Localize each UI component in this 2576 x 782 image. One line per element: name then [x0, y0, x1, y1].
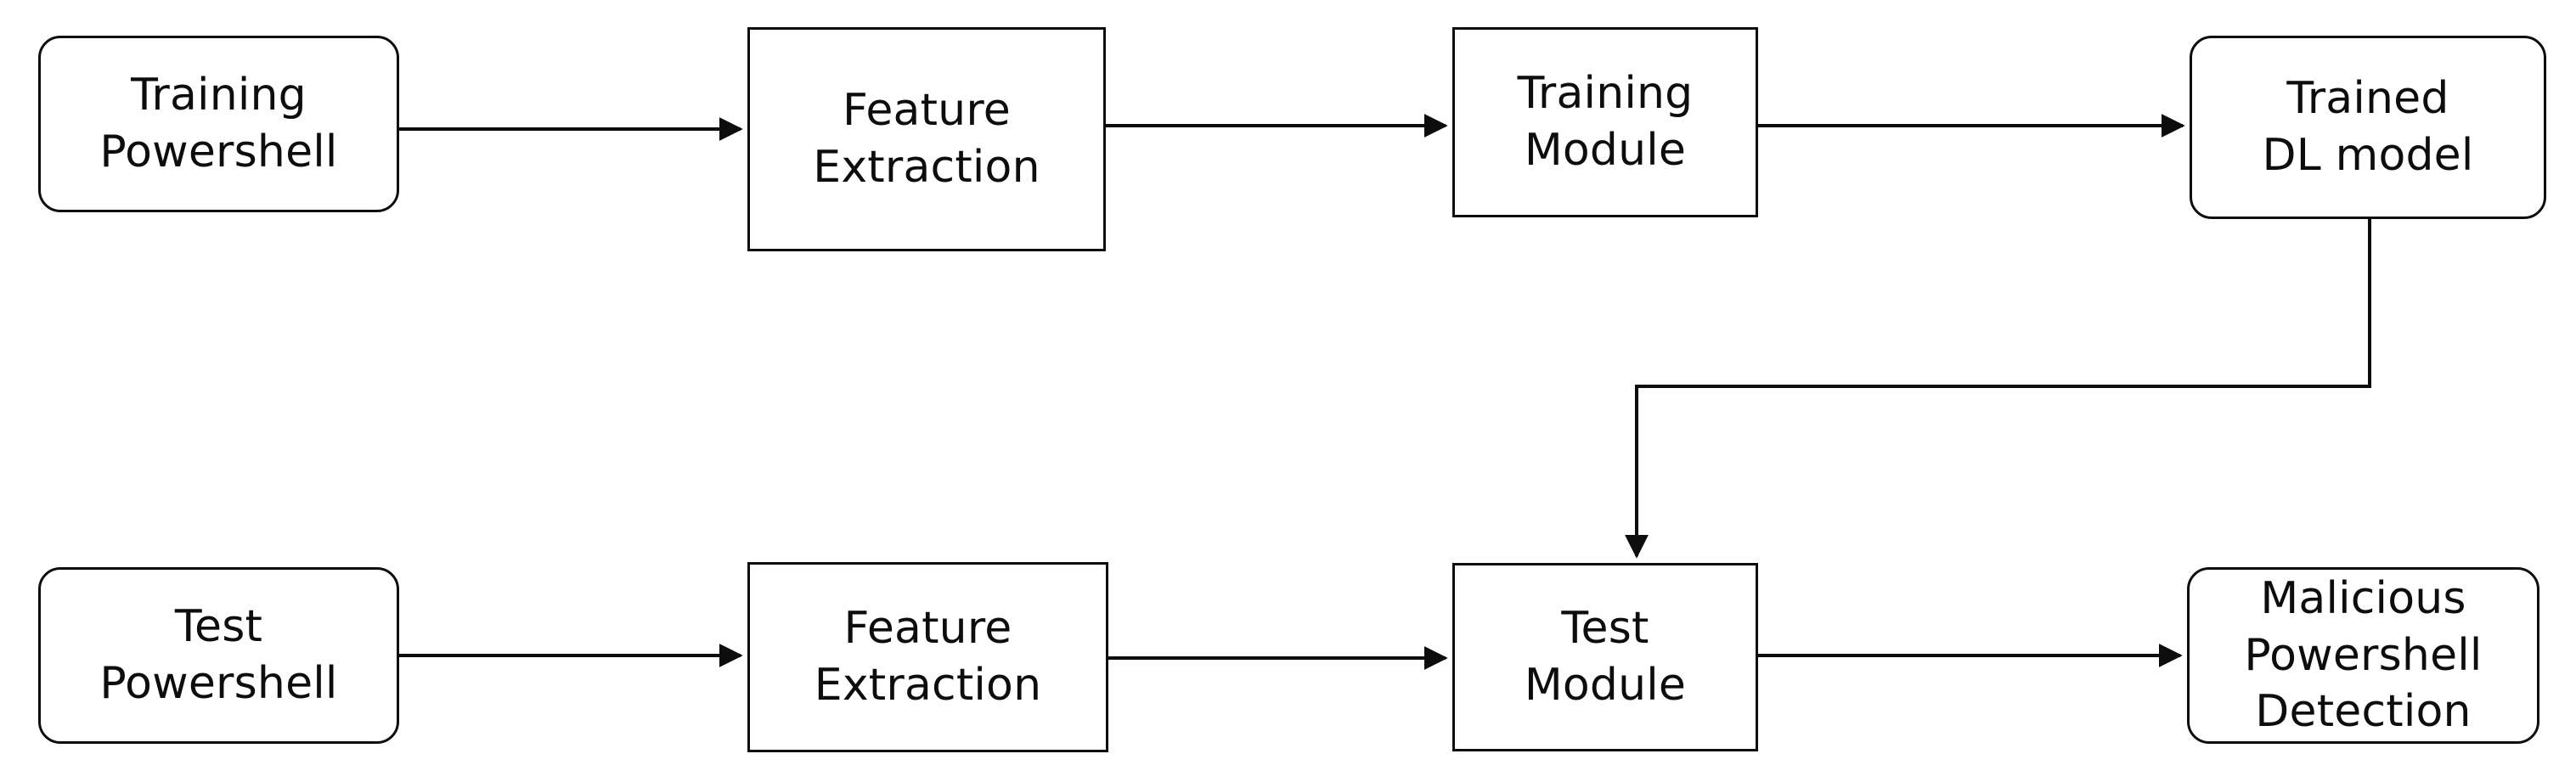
- node-label-line: Test: [174, 601, 263, 653]
- node-label-line: Module: [1524, 660, 1687, 711]
- node-label-line: Detection: [2255, 686, 2472, 738]
- node-label-line: Powershell: [99, 658, 338, 709]
- node-label-line: Extraction: [814, 660, 1042, 711]
- node-label-line: Trained: [2286, 73, 2449, 125]
- node-label-line: Malicious: [2260, 573, 2466, 625]
- node-label-line: Test: [1561, 603, 1649, 655]
- node-label-line: Powershell: [99, 127, 338, 177]
- node-label-line: Extraction: [813, 142, 1040, 193]
- node-label-line: Training: [131, 70, 307, 121]
- node-label-line: Training: [1517, 68, 1694, 120]
- node-label-line: Feature: [843, 85, 1011, 137]
- edge-trained-dl-model-to-test-module: [1625, 219, 2371, 559]
- node-label-line: Powershell: [2244, 629, 2483, 681]
- node-label-line: Feature: [843, 603, 1012, 655]
- node-label-line: Module: [1524, 125, 1687, 176]
- node-label-line: DL model: [2262, 130, 2474, 181]
